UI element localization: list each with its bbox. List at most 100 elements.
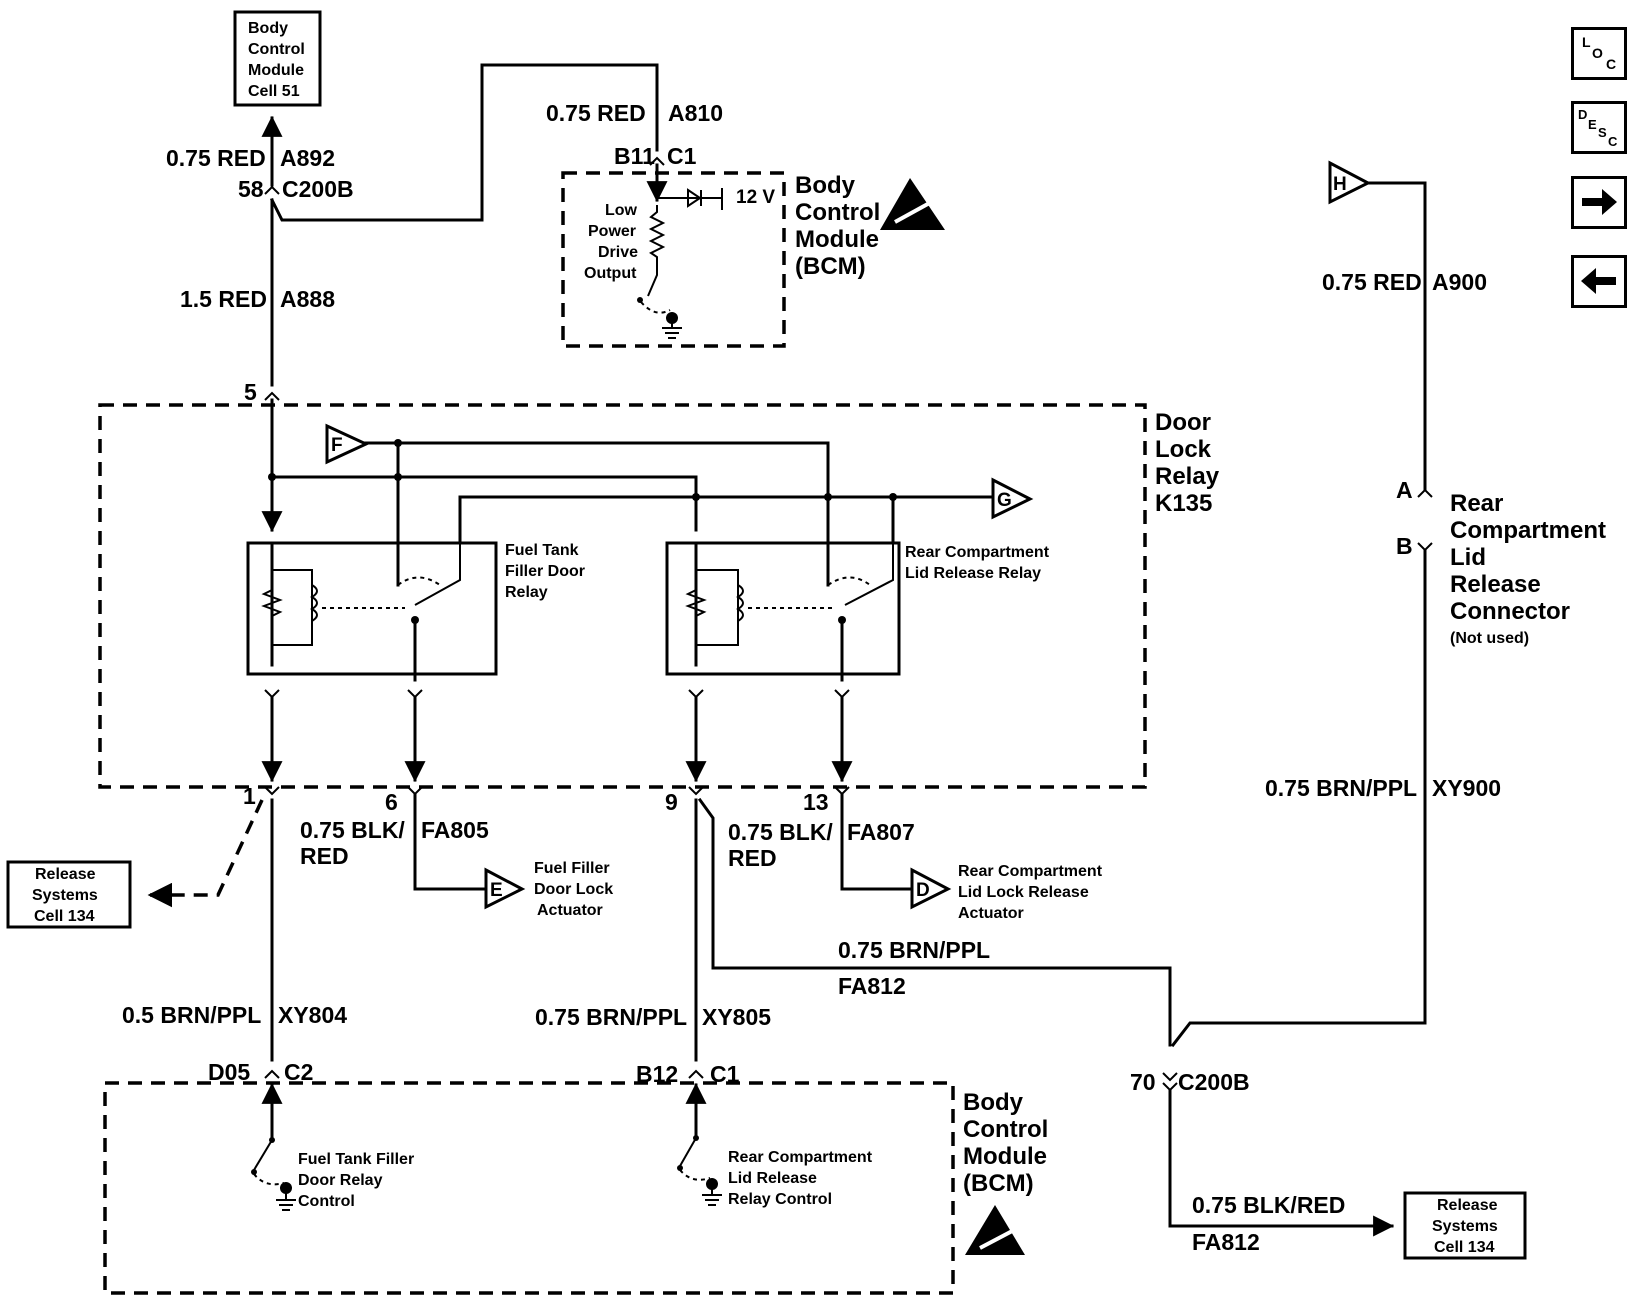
loc-button[interactable]: L O C [1571, 27, 1627, 80]
wire-a810-gauge: 0.75 RED [546, 100, 646, 126]
flag-e [484, 867, 526, 910]
fa812-a-circuit: FA812 [838, 973, 906, 999]
resistor-icon [261, 589, 283, 617]
release-right-l1: Release [1437, 1197, 1498, 1214]
fa812-b-gauge: 0.75 BLK/RED [1192, 1192, 1345, 1218]
switch-link [253, 1173, 285, 1186]
release-right-box [1403, 1191, 1527, 1260]
relay-bus-f [363, 441, 830, 532]
fuel-relay-l3: Relay [505, 584, 548, 601]
fa807-gauge-1: 0.75 BLK/ [728, 819, 833, 845]
node [824, 493, 832, 501]
pin9-label: 9 [665, 789, 678, 815]
switch-contact [637, 297, 643, 303]
xy900-circuit: XY900 [1432, 775, 1501, 801]
c200b-bottom-connector [1162, 1072, 1178, 1092]
bcm-fuel-ctrl-l2: Door Relay [298, 1172, 383, 1189]
fuel-relay-l1: Fuel Tank [505, 542, 579, 559]
svg-text:C: C [1608, 134, 1618, 149]
pin1-label: 1 [243, 783, 256, 809]
xy805-gauge: 0.75 BRN/PPL [535, 1004, 687, 1030]
bcm-12v-label: 12 V [736, 187, 775, 208]
switch-pivot [838, 616, 846, 624]
c200b-top-pin: 58 [238, 176, 264, 202]
bcm-out-l3: Drive [598, 244, 638, 261]
prev-page-button[interactable] [1571, 255, 1627, 308]
bcm-top-l4: (BCM) [795, 253, 866, 280]
pin13-label: 13 [803, 789, 829, 815]
bcm-fuel-ctrl-l1: Fuel Tank Filler [298, 1151, 414, 1168]
xy900-gauge: 0.75 BRN/PPL [1265, 775, 1417, 801]
rear-conn-l6: (Not used) [1450, 630, 1529, 647]
flag-d-label: D [916, 880, 930, 901]
bcm-cell51-line1: Body [248, 20, 288, 37]
release-right-l2: Systems [1432, 1218, 1498, 1235]
rear-relay-arc [827, 576, 871, 586]
wire-fa812 [697, 797, 1172, 1047]
rear-relay-l1: Rear Compartment [905, 544, 1050, 561]
c200b-top-connector [264, 185, 280, 195]
switch-contact [251, 1169, 257, 1175]
a900-gauge: 0.75 RED [1322, 269, 1422, 295]
flag-d [910, 867, 952, 910]
wire-a810-circuit: A810 [668, 100, 723, 126]
fuel-relay-coil-loop [272, 569, 313, 646]
rear-conn-l4: Release [1450, 571, 1541, 598]
rear-relay-no [844, 540, 894, 606]
bcm-rear-ctrl-l1: Rear Compartment [728, 1149, 873, 1166]
switch-pivot [693, 1135, 699, 1141]
fa812-b-circuit: FA812 [1192, 1229, 1260, 1255]
bcm-bottom-l4: (BCM) [963, 1170, 1034, 1197]
bcm-cell51-box [233, 10, 322, 107]
pin6-connector [407, 786, 423, 796]
xy805-circuit: XY805 [702, 1004, 771, 1030]
rear-actuator-l2: Lid Lock Release [958, 884, 1089, 901]
wire-xy900 [1170, 548, 1427, 1048]
bcm-bottom-left-pin: D05 [208, 1059, 250, 1085]
rear-conn-l5: Connector [1450, 598, 1570, 625]
svg-text:O: O [1592, 45, 1603, 61]
fa807-circuit: FA807 [847, 819, 915, 845]
bcm-rear-ctrl-l2: Lid Release [728, 1170, 817, 1187]
flag-f [325, 423, 370, 465]
rear-conn-l1: Rear [1450, 490, 1503, 517]
c200b-top-name: C200B [282, 176, 354, 202]
a900-circuit: A900 [1432, 269, 1487, 295]
relay-l4: K135 [1155, 490, 1212, 517]
fuel-relay-l2: Filler Door [505, 563, 585, 580]
switch-icon [253, 1139, 273, 1171]
pin-a-label: A [1396, 477, 1413, 503]
resistor-icon [647, 205, 666, 297]
wire-a892-gauge: 0.75 RED [166, 145, 266, 171]
wire-fa805 [413, 793, 488, 891]
bcm-bottom-left-name: C2 [284, 1059, 313, 1085]
xy804-circuit: XY804 [278, 1002, 347, 1028]
node [692, 493, 700, 501]
node [394, 439, 402, 447]
bcm-fuel-ctrl-l3: Control [298, 1193, 355, 1210]
node [394, 473, 402, 481]
rear-conn-l3: Lid [1450, 544, 1486, 571]
bcm-top-conn-name: C1 [667, 143, 697, 169]
pin-b-label: B [1396, 533, 1413, 559]
coil-icon [310, 584, 318, 622]
desc-button[interactable]: D E S C [1571, 101, 1627, 154]
bcm-top-l3: Module [795, 226, 879, 253]
node [268, 473, 276, 481]
ground-node [706, 1178, 718, 1190]
fa807-gauge-2: RED [728, 845, 777, 871]
bcm-out-l1: Low [605, 202, 638, 219]
arrow-right-icon [1582, 189, 1617, 215]
rear-connector-pin-a [1417, 488, 1433, 498]
fa812-a-gauge: 0.75 BRN/PPL [838, 937, 990, 963]
relay-l3: Relay [1155, 463, 1220, 490]
next-page-button[interactable] [1571, 176, 1627, 229]
switch-pivot [269, 1137, 275, 1143]
rear-actuator-l1: Rear Compartment [958, 863, 1103, 880]
wire-a888-gauge: 1.5 RED [180, 286, 267, 312]
svg-text:D: D [1578, 107, 1587, 122]
svg-text:C: C [1606, 56, 1616, 72]
fuel-relay-arc [397, 576, 441, 586]
